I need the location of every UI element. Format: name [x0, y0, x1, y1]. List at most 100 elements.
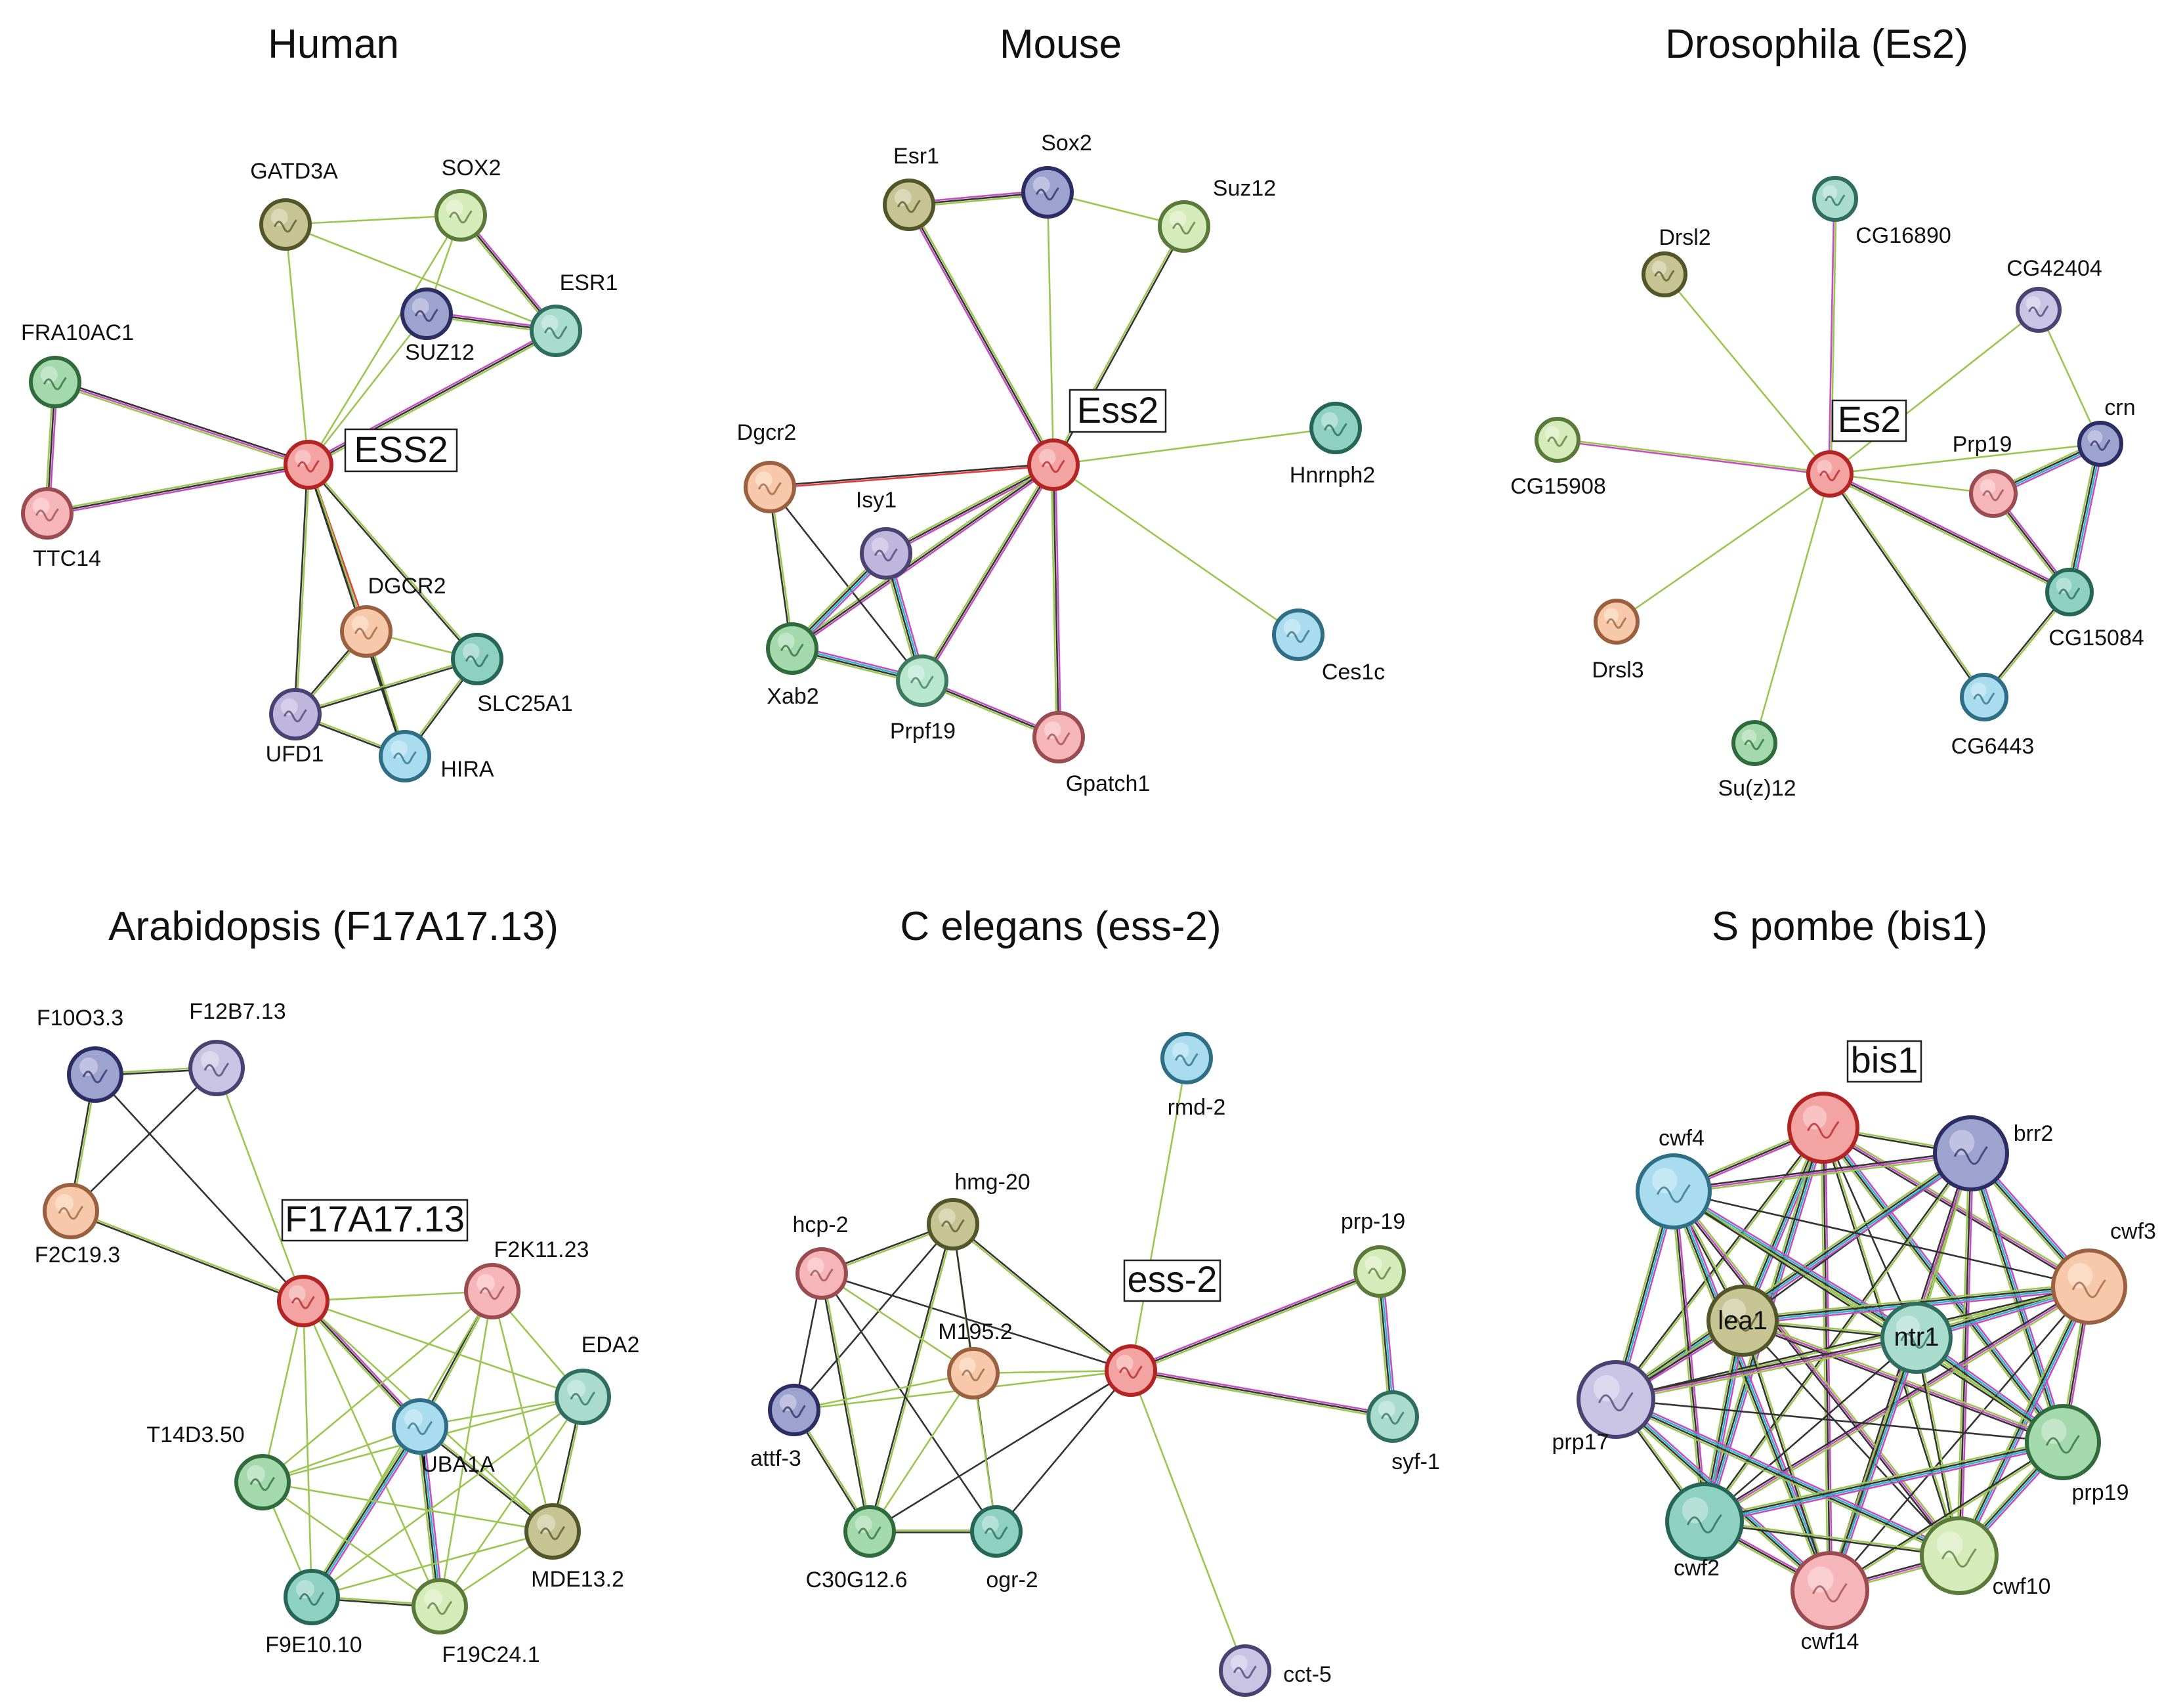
protein-node-circle[interactable]	[1933, 1115, 2009, 1191]
node-prp19[interactable]: prp19	[2025, 1404, 2129, 1505]
protein-node-circle[interactable]	[67, 1046, 123, 1103]
protein-node-circle[interactable]	[259, 198, 312, 251]
protein-node-circle[interactable]	[795, 1247, 848, 1300]
node-prpf19[interactable]: Prpf19	[890, 654, 956, 744]
node-isy1[interactable]: Isy1	[856, 488, 912, 580]
node-ces1c[interactable]: Ces1c	[1272, 608, 1385, 685]
node-cct-5[interactable]: cct-5	[1219, 1644, 1332, 1697]
node-attf-3[interactable]: attf-3	[750, 1384, 820, 1471]
node-brr2[interactable]: brr2	[1933, 1115, 2053, 1191]
protein-node-circle[interactable]	[1353, 1245, 1406, 1298]
protein-node-circle[interactable]	[379, 730, 431, 782]
node-t14d3-50[interactable]: T14D3.50	[146, 1422, 291, 1510]
protein-node-circle[interactable]	[530, 305, 582, 357]
node-drsl2[interactable]: Drsl2	[1642, 225, 1711, 297]
protein-node-circle[interactable]	[340, 605, 392, 658]
node-f17a17-13[interactable]: F17A17.13	[277, 1198, 469, 1327]
node-crn[interactable]: crn	[2077, 395, 2136, 467]
node-cwf14[interactable]: cwf14	[1791, 1551, 1869, 1654]
node-f10o3-3[interactable]: F10O3.3	[37, 1006, 123, 1103]
node-syf-1[interactable]: syf-1	[1367, 1390, 1440, 1474]
protein-node-circle[interactable]	[883, 179, 935, 231]
protein-node-circle[interactable]	[1535, 417, 1580, 463]
node-f19c24-1[interactable]: F19C24.1	[412, 1578, 540, 1667]
node-fra10ac1[interactable]: FRA10AC1	[21, 320, 134, 408]
protein-node-circle[interactable]	[1309, 402, 1362, 454]
protein-node-circle[interactable]	[947, 1347, 1000, 1399]
protein-node-circle[interactable]	[277, 1275, 329, 1327]
node-es2[interactable]: Es2	[1806, 398, 1907, 498]
protein-node-circle[interactable]	[1806, 450, 1854, 498]
node-cg16890[interactable]: CG16890	[1812, 176, 1951, 248]
protein-node-circle[interactable]	[1665, 1482, 1744, 1561]
protein-node-circle[interactable]	[412, 1578, 468, 1634]
node-suz12[interactable]: Suz12	[1158, 176, 1276, 253]
node-drsl3[interactable]: Drsl3	[1592, 599, 1644, 683]
protein-node-circle[interactable]	[1021, 166, 1074, 219]
protein-node-circle[interactable]	[284, 440, 333, 490]
node-prp-19[interactable]: prp-19	[1341, 1209, 1406, 1298]
protein-node-circle[interactable]	[768, 1384, 820, 1436]
node-cwf2[interactable]: cwf2	[1665, 1482, 1744, 1581]
node-su-z-12[interactable]: Su(z)12	[1718, 720, 1796, 801]
node-f9e10-10[interactable]: F9E10.10	[265, 1569, 362, 1657]
node-sox2[interactable]: Sox2	[1021, 131, 1092, 219]
node-cwf4[interactable]: cwf4	[1636, 1126, 1712, 1229]
protein-node-circle[interactable]	[927, 1198, 979, 1250]
protein-node-circle[interactable]	[1032, 711, 1085, 763]
protein-node-circle[interactable]	[1219, 1644, 1271, 1697]
node-sox2[interactable]: SOX2	[435, 156, 501, 242]
protein-node-circle[interactable]	[1880, 1302, 1953, 1374]
protein-node-circle[interactable]	[896, 654, 948, 707]
node-cwf10[interactable]: cwf10	[1920, 1516, 2050, 1599]
protein-node-circle[interactable]	[744, 461, 796, 513]
protein-node-circle[interactable]	[1787, 1092, 1859, 1164]
node-dgcr2[interactable]: Dgcr2	[737, 420, 797, 513]
protein-node-circle[interactable]	[970, 1505, 1023, 1558]
protein-node-circle[interactable]	[1105, 1344, 1157, 1397]
node-f2k11-23[interactable]: F2K11.23	[464, 1237, 589, 1319]
node-ogr-2[interactable]: ogr-2	[970, 1505, 1038, 1592]
protein-node-circle[interactable]	[269, 688, 322, 740]
node-slc25a1[interactable]: SLC25A1	[451, 633, 573, 716]
protein-node-circle[interactable]	[1920, 1516, 1999, 1595]
node-c30g12-6[interactable]: C30G12.6	[806, 1505, 908, 1592]
node-esr1[interactable]: ESR1	[530, 270, 618, 357]
node-gatd3a[interactable]: GATD3A	[250, 159, 338, 251]
node-f12b7-13[interactable]: F12B7.13	[188, 999, 286, 1096]
protein-node-circle[interactable]	[234, 1454, 291, 1510]
node-cg15908[interactable]: CG15908	[1510, 417, 1606, 499]
protein-node-circle[interactable]	[860, 527, 912, 580]
node-m195-2[interactable]: M195.2	[938, 1319, 1013, 1399]
node-uba1a[interactable]: UBA1A	[392, 1398, 495, 1477]
protein-node-circle[interactable]	[29, 356, 81, 408]
node-ess2[interactable]: Ess2	[1027, 389, 1167, 491]
protein-node-circle[interactable]	[2051, 1249, 2127, 1325]
protein-node-circle[interactable]	[43, 1183, 99, 1239]
protein-node-circle[interactable]	[451, 633, 503, 685]
node-ess-2[interactable]: ess-2	[1105, 1258, 1221, 1397]
protein-node-circle[interactable]	[1594, 599, 1640, 645]
protein-node-circle[interactable]	[766, 622, 818, 675]
protein-node-circle[interactable]	[2025, 1404, 2101, 1480]
protein-node-circle[interactable]	[1642, 251, 1687, 297]
protein-node-circle[interactable]	[2045, 568, 2094, 616]
protein-node-circle[interactable]	[1960, 673, 2008, 721]
node-esr1[interactable]: Esr1	[883, 144, 939, 231]
node-cwf3[interactable]: cwf3	[2051, 1219, 2156, 1325]
protein-node-circle[interactable]	[435, 189, 487, 242]
node-hira[interactable]: HIRA	[379, 730, 494, 782]
protein-node-circle[interactable]	[1636, 1153, 1712, 1229]
node-hmg-20[interactable]: hmg-20	[927, 1170, 1030, 1250]
node-ess2[interactable]: ESS2	[284, 428, 458, 490]
protein-node-circle[interactable]	[555, 1369, 611, 1425]
node-gpatch1[interactable]: Gpatch1	[1032, 711, 1150, 796]
node-lea1[interactable]: lea1	[1706, 1285, 1779, 1357]
node-prp19[interactable]: Prp19	[1953, 432, 2018, 518]
protein-node-circle[interactable]	[400, 288, 453, 340]
protein-node-circle[interactable]	[1027, 438, 1080, 491]
node-ufd1[interactable]: UFD1	[266, 688, 324, 767]
node-hnrnph2[interactable]: Hnrnph2	[1290, 402, 1375, 488]
protein-node-circle[interactable]	[1731, 720, 1777, 766]
protein-node-circle[interactable]	[2077, 421, 2123, 467]
